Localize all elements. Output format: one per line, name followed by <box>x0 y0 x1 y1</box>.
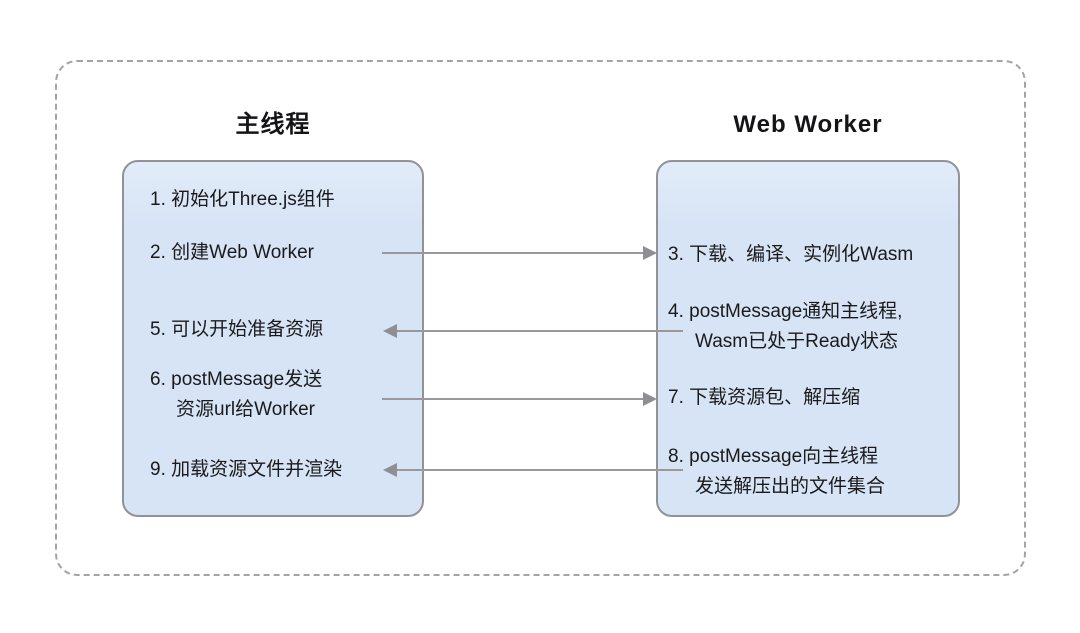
web-worker-title: Web Worker <box>733 111 883 138</box>
arrow-step6-to-step7 <box>382 392 657 406</box>
arrowhead-right-icon <box>643 392 657 406</box>
step-6-line1: 6. postMessage发送 <box>150 369 323 390</box>
step-4-postmessage-ready: 4. postMessage通知主线程, Wasm已处于Ready状态 <box>668 297 902 357</box>
step-5-prepare-resources: 5. 可以开始准备资源 <box>150 315 323 345</box>
step-2-text: 2. 创建Web Worker <box>150 242 315 263</box>
step-8-postmessage-files: 8. postMessage向主线程 发送解压出的文件集合 <box>668 442 885 502</box>
main-thread-title: 主线程 <box>235 111 311 138</box>
step-6-postmessage-url: 6. postMessage发送 资源url给Worker <box>150 365 322 425</box>
step-1-init-threejs: 1. 初始化Three.js组件 <box>150 185 335 215</box>
step-9-text: 9. 加载资源文件并渲染 <box>150 459 343 480</box>
step-3-text: 3. 下载、编译、实例化Wasm <box>668 244 914 265</box>
arrow-step8-to-step9 <box>383 463 683 477</box>
arrow-line <box>382 398 645 400</box>
web-worker-box <box>656 160 960 517</box>
arrow-step2-to-step3 <box>382 246 657 260</box>
step-6-line2: 资源url给Worker <box>176 399 315 420</box>
arrow-line <box>395 469 683 471</box>
step-4-line1: 4. postMessage通知主线程, <box>668 301 903 322</box>
arrow-line <box>382 252 645 254</box>
step-4-line2: Wasm已处于Ready状态 <box>695 331 899 352</box>
step-8-line2: 发送解压出的文件集合 <box>695 476 886 497</box>
step-1-text: 1. 初始化Three.js组件 <box>150 189 335 210</box>
step-9-load-render: 9. 加载资源文件并渲染 <box>150 455 342 485</box>
step-8-line1: 8. postMessage向主线程 <box>668 446 879 467</box>
step-5-text: 5. 可以开始准备资源 <box>150 319 324 340</box>
main-thread-box <box>122 160 424 517</box>
outer-dashed-border <box>55 60 1026 576</box>
step-2-create-worker: 2. 创建Web Worker <box>150 238 314 268</box>
arrowhead-left-icon <box>383 463 397 477</box>
step-3-download-compile-wasm: 3. 下载、编译、实例化Wasm <box>668 240 913 270</box>
step-7-text: 7. 下载资源包、解压缩 <box>668 387 861 408</box>
arrowhead-left-icon <box>383 324 397 338</box>
arrow-line <box>395 330 683 332</box>
step-7-download-unzip: 7. 下载资源包、解压缩 <box>668 383 860 413</box>
arrow-step4-to-step5 <box>383 324 683 338</box>
arrowhead-right-icon <box>643 246 657 260</box>
